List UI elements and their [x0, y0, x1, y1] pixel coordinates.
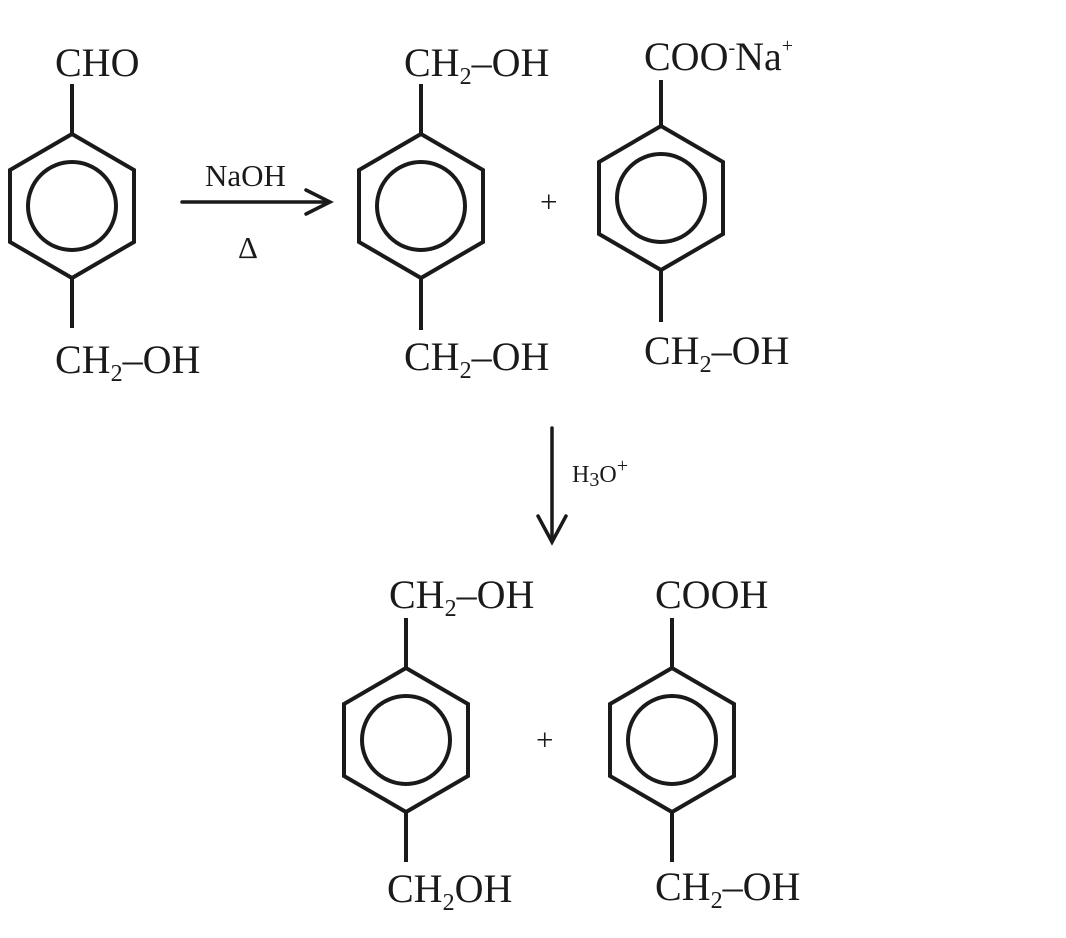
reactant-aromatic-circle [26, 160, 118, 252]
step2-arrow-head [536, 514, 568, 546]
plus-sign-2: + [536, 722, 553, 757]
alcohol-aromatic-circle [375, 160, 467, 252]
step2-arrow: H3O+ [536, 426, 628, 546]
salt-aromatic-circle [615, 152, 707, 244]
final-alcohol-aromatic-circle [360, 694, 452, 786]
alcohol-molecule: CH2–OH CH2–OH [357, 40, 549, 384]
reactant-molecule: CHO CH2–OH [8, 40, 200, 387]
step1-reagent: NaOH [205, 158, 286, 193]
salt-molecule: COO-Na+ CH2–OH [597, 34, 793, 378]
final-alcohol-molecule: CH2–OH CH2OH [342, 572, 534, 916]
plus-sign-1: + [540, 184, 557, 219]
salt-bottom-group: CH2–OH [644, 328, 789, 378]
final-alcohol-bottom-group: CH2OH [387, 866, 512, 916]
step2-reagent: H3O+ [572, 455, 628, 491]
step1-arrow: NaOH Δ [180, 158, 334, 265]
final-acid-aromatic-circle [626, 694, 718, 786]
alcohol-top-group: CH2–OH [404, 40, 549, 90]
final-alcohol-top-group: CH2–OH [389, 572, 534, 622]
final-acid-molecule: COOH CH2–OH [608, 572, 800, 914]
reactant-bottom-group: CH2–OH [55, 337, 200, 387]
step1-arrow-head [304, 188, 334, 216]
step1-condition: Δ [238, 230, 258, 265]
final-acid-bottom-group: CH2–OH [655, 864, 800, 914]
salt-top-group: COO-Na+ [644, 34, 793, 79]
reactant-top-group: CHO [55, 40, 139, 85]
alcohol-bottom-group: CH2–OH [404, 334, 549, 384]
final-acid-top-group: COOH [655, 572, 768, 617]
